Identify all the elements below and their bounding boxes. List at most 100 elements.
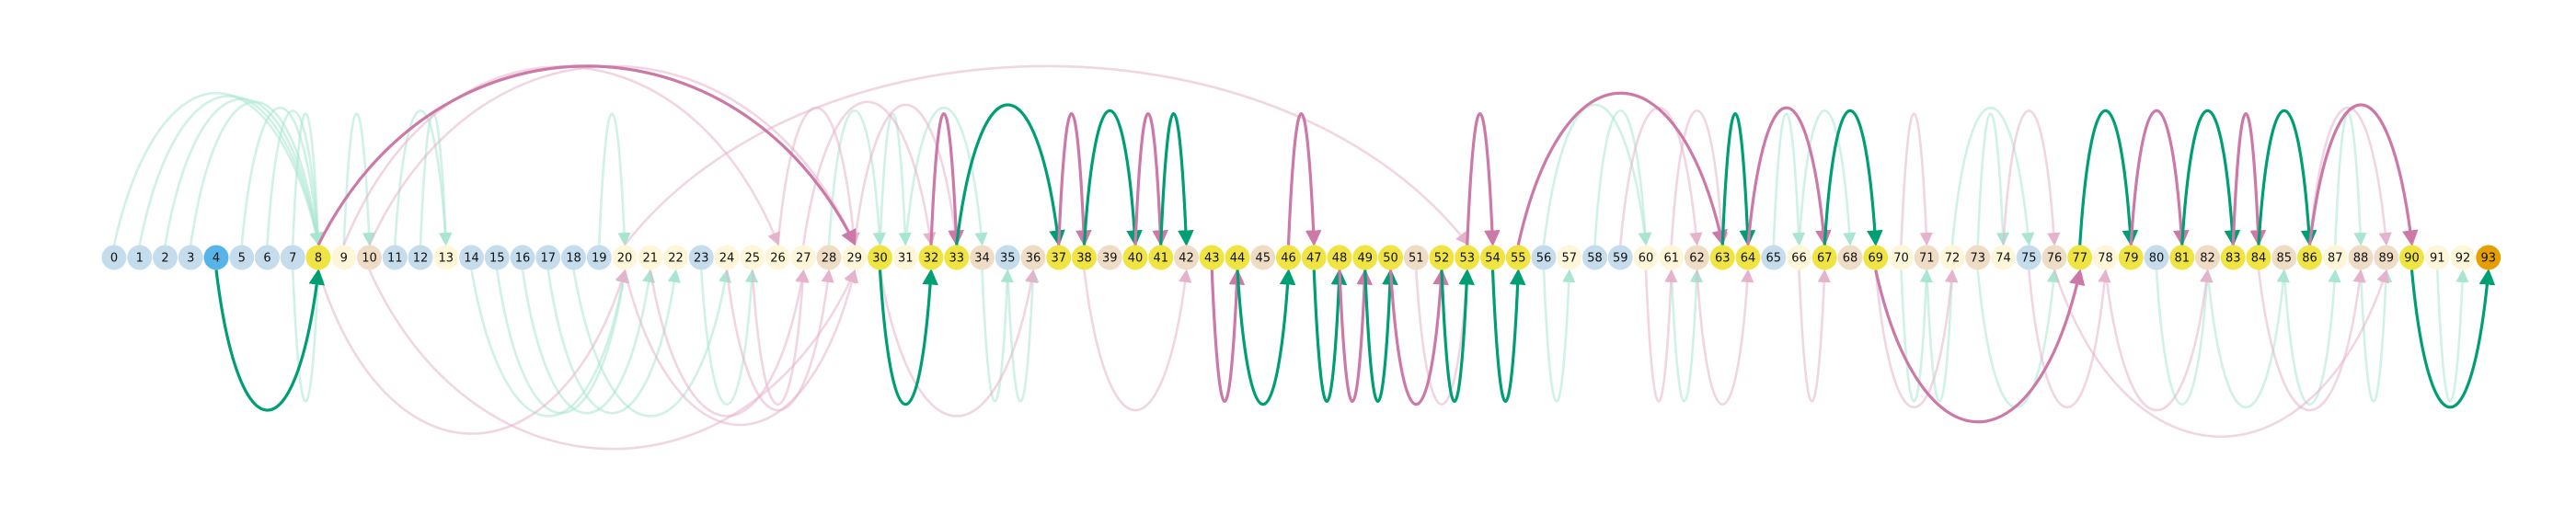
node-label: 34: [974, 252, 990, 266]
node-label: 85: [2276, 252, 2292, 266]
node-78: 78: [2093, 245, 2118, 270]
edge-6-to-8: [266, 109, 325, 246]
node-label: 4: [213, 252, 220, 266]
edge-91-to-92: [2435, 269, 2469, 403]
node-circle: [2246, 245, 2271, 270]
node-50: 50: [1378, 245, 1403, 270]
edge-80-to-82: [2155, 269, 2214, 406]
node-80: 80: [2144, 245, 2169, 270]
edge-46-to-47: [1286, 111, 1322, 247]
node-circle: [1020, 245, 1046, 270]
edge-67-to-69: [1823, 109, 1883, 247]
edge-8-to-29: [316, 64, 857, 246]
node-label: 91: [2430, 252, 2445, 266]
node-circle: [510, 245, 535, 270]
node-label: 9: [340, 252, 348, 266]
edge-5-to-8: [240, 106, 325, 246]
edge-8-to-20: [316, 269, 628, 435]
edge-38-to-40: [1082, 109, 1143, 247]
node-15: 15: [484, 245, 510, 270]
edge-34-to-35: [981, 269, 1014, 403]
node-13: 13: [433, 245, 459, 270]
node-circle: [1607, 245, 1633, 270]
edge-49-to-50: [1363, 268, 1398, 404]
node-label: 90: [2404, 252, 2420, 266]
edge-30-to-31: [879, 112, 912, 246]
node-76: 76: [2041, 245, 2067, 270]
node-circle: [995, 245, 1020, 270]
node-59: 59: [1607, 245, 1633, 270]
edge-38-to-42: [1083, 269, 1192, 412]
edge-19-to-20: [597, 112, 631, 246]
edge-84-to-86: [2257, 109, 2317, 247]
node-92: 92: [2450, 245, 2476, 270]
edge-75-to-78: [2027, 269, 2111, 409]
node-label: 27: [796, 252, 811, 266]
node-label: 16: [515, 252, 531, 266]
node-circle: [2374, 245, 2399, 270]
edge-69-to-77: [1874, 269, 2086, 424]
node-label: 40: [1128, 252, 1144, 266]
node-label: 15: [489, 252, 505, 266]
node-circle: [2450, 245, 2476, 270]
node-label: 58: [1587, 252, 1603, 266]
node-label: 6: [263, 252, 270, 266]
edge-72-to-75: [1950, 106, 2035, 246]
edge-56-to-60: [1542, 103, 1651, 246]
node-label: 57: [1561, 252, 1577, 266]
node-46: 46: [1276, 245, 1301, 270]
edge-52-to-53: [1440, 268, 1475, 404]
node-circle: [1225, 245, 1250, 270]
node-label: 31: [898, 252, 914, 266]
node-74: 74: [1991, 245, 2016, 270]
node-29: 29: [842, 245, 868, 270]
node-circle: [1174, 245, 1199, 270]
node-30: 30: [868, 245, 892, 270]
node-circle: [2322, 245, 2348, 270]
node-70: 70: [1889, 245, 1914, 270]
node-54: 54: [1480, 245, 1505, 270]
node-51: 51: [1403, 245, 1429, 270]
node-circle: [1276, 245, 1301, 270]
edge-82-to-85: [2206, 269, 2290, 409]
node-circle: [1505, 245, 1531, 270]
node-label: 48: [1332, 252, 1348, 266]
node-label: 36: [1026, 252, 1041, 266]
node-label: 28: [822, 252, 837, 266]
node-48: 48: [1327, 245, 1352, 270]
node-circle: [229, 245, 255, 270]
node-circle: [1480, 245, 1505, 270]
node-label: 43: [1204, 252, 1220, 266]
node-81: 81: [2169, 245, 2195, 270]
node-label: 60: [1639, 252, 1654, 266]
node-79: 79: [2118, 245, 2144, 270]
node-circle: [714, 245, 740, 270]
node-27: 27: [790, 245, 816, 270]
node-85: 85: [2271, 245, 2297, 270]
node-label: 20: [617, 252, 633, 266]
node-label: 33: [949, 252, 964, 266]
edge-79-to-81: [2129, 109, 2190, 247]
node-75: 75: [2016, 245, 2041, 270]
node-62: 62: [1685, 245, 1709, 270]
node-label: 65: [1765, 252, 1781, 266]
edge-90-to-93: [2409, 268, 2496, 409]
node-circle: [1889, 245, 1914, 270]
node-circle: [2348, 245, 2374, 270]
node-61: 61: [1659, 245, 1685, 270]
node-circle: [305, 245, 331, 270]
node-label: 66: [1791, 252, 1807, 266]
edge-65-to-66: [1772, 112, 1806, 246]
node-44: 44: [1225, 245, 1250, 270]
node-label: 21: [642, 252, 658, 266]
node-label: 23: [694, 252, 709, 266]
node-label: 22: [668, 252, 684, 266]
node-label: 24: [719, 252, 735, 266]
node-33: 33: [944, 245, 970, 270]
edge-1-to-8: [138, 95, 323, 246]
node-circle: [842, 245, 868, 270]
node-circle: [892, 245, 918, 270]
edge-81-to-83: [2180, 109, 2241, 247]
node-circle: [1659, 245, 1685, 270]
node-91: 91: [2424, 245, 2450, 270]
